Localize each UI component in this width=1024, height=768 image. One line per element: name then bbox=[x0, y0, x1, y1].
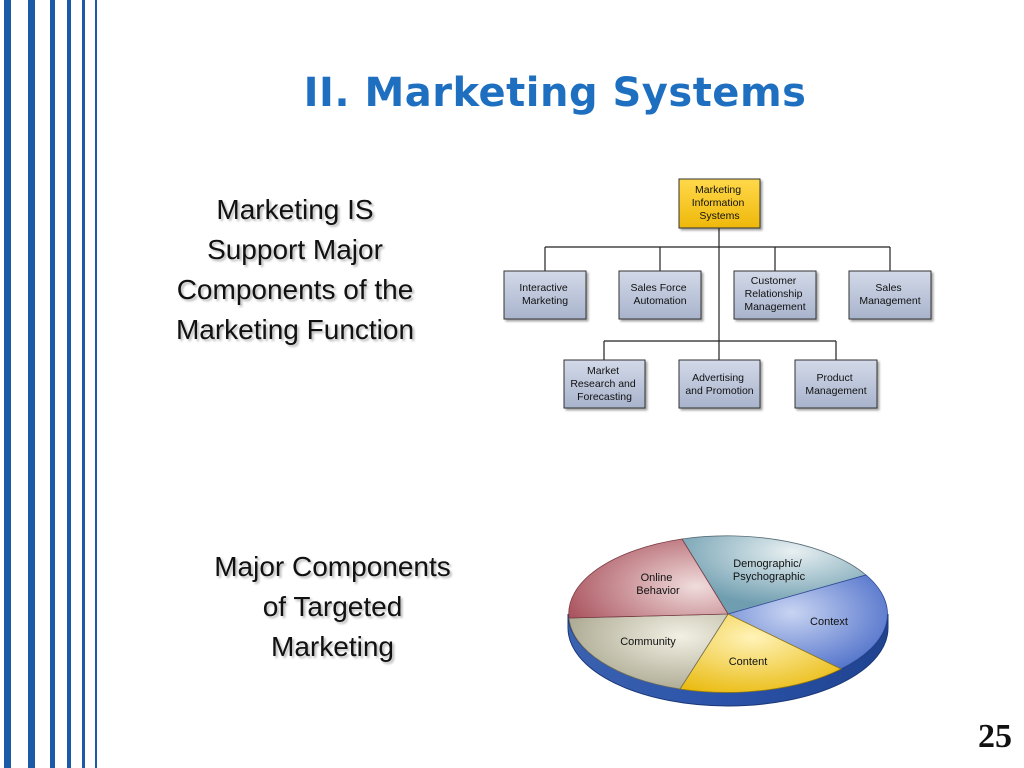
pie-label-online: Online bbox=[641, 572, 673, 584]
caption-line: Support Major bbox=[207, 234, 383, 265]
decor-stripe-4 bbox=[67, 0, 71, 768]
org-node-line: Marketing bbox=[522, 295, 568, 307]
org-node-line: Sales Force bbox=[631, 282, 687, 294]
org-node-line: Product bbox=[816, 372, 852, 384]
caption-line: Components of the bbox=[176, 274, 414, 305]
org-node-line: Systems bbox=[699, 210, 739, 222]
pie-label-context: Context bbox=[810, 616, 848, 628]
org-node-line: Marketing bbox=[695, 184, 741, 196]
org-node-line: Advertising bbox=[692, 372, 744, 384]
pie-slice-online-behavior bbox=[568, 538, 729, 619]
org-node-product-management: Product Management bbox=[794, 359, 878, 409]
org-node-line: Information bbox=[692, 197, 745, 209]
org-node-line: Interactive bbox=[519, 282, 568, 294]
caption-marketing-is: Marketing IS Support Major Components of… bbox=[140, 190, 450, 350]
svg-text:Demographic/ Psychographic: Demographic/ Psychographic bbox=[733, 558, 806, 583]
pie-label-behavior: Behavior bbox=[636, 585, 680, 597]
org-node-line: Sales bbox=[875, 282, 901, 294]
pie-slice-demographic-psychographic bbox=[681, 535, 867, 615]
svg-text:Product Management: Product Management bbox=[805, 372, 866, 397]
pie-label-psychographic: Psychographic bbox=[733, 571, 806, 583]
decor-stripe-6 bbox=[95, 0, 97, 768]
svg-text:Market Research and: Market Research and Forecasting bbox=[570, 365, 638, 403]
org-node-line: Management bbox=[859, 295, 920, 307]
pie-label-demographic: Demographic/ bbox=[733, 558, 802, 570]
svg-text:Sales Management: Sales Management bbox=[859, 282, 920, 307]
org-node-line: Automation bbox=[633, 295, 686, 307]
org-node-customer-relationship-management: Customer Relationship Management bbox=[733, 270, 817, 320]
svg-text:Online Behavior: Online Behavior bbox=[636, 572, 680, 597]
org-chart-connectors bbox=[544, 228, 891, 360]
caption-line: Major Components bbox=[214, 551, 451, 582]
org-node-sales-force-automation: Sales Force Automation bbox=[618, 270, 702, 320]
caption-line: Marketing Function bbox=[175, 314, 415, 345]
org-node-line: Customer bbox=[751, 275, 797, 287]
svg-text:Marketing Information: Marketing Information Systems bbox=[692, 184, 747, 222]
org-node-line: Management bbox=[744, 301, 805, 313]
pie-slice-content bbox=[679, 613, 842, 693]
pie-rim bbox=[567, 613, 889, 707]
decor-stripe-1 bbox=[4, 0, 11, 768]
org-node-advertising-and-promotion: Advertising and Promotion bbox=[678, 359, 761, 409]
page-number: 25 bbox=[978, 718, 1012, 755]
pie-slice-context bbox=[726, 574, 888, 670]
decor-stripe-5 bbox=[82, 0, 85, 768]
slide-title: II. Marketing Systems bbox=[303, 70, 807, 116]
pie-slice-community bbox=[568, 613, 729, 690]
decor-stripe-2 bbox=[28, 0, 35, 768]
svg-text:Interactive Marketing: Interactive Marketing bbox=[519, 282, 570, 307]
org-node-sales-management: Sales Management bbox=[848, 270, 932, 320]
org-node-interactive-marketing: Interactive Marketing bbox=[503, 270, 587, 320]
org-node-market-research-and-forecasting: Market Research and Forecasting bbox=[563, 359, 646, 409]
org-node-line: Forecasting bbox=[577, 391, 632, 403]
org-node-line: Market bbox=[587, 365, 619, 377]
org-node-line: Relationship bbox=[745, 288, 803, 300]
caption-targeted-marketing: Major Components of Targeted Marketing bbox=[175, 547, 490, 667]
org-node-line: Research and bbox=[570, 378, 636, 390]
svg-text:Customer Relationship: Customer Relationship Management bbox=[744, 275, 805, 313]
org-node-line: and Promotion bbox=[685, 385, 753, 397]
caption-line: Marketing bbox=[271, 631, 394, 662]
svg-text:Sales Force Automation: Sales Force Automation bbox=[631, 282, 690, 307]
org-node-line: Management bbox=[805, 385, 866, 397]
decor-stripe-3 bbox=[50, 0, 55, 768]
caption-line: Marketing IS bbox=[216, 194, 374, 225]
pie-label-content: Content bbox=[729, 656, 768, 668]
org-node-marketing-information-systems: Marketing Information Systems bbox=[678, 178, 761, 229]
pie-label-community: Community bbox=[620, 636, 676, 648]
caption-line: of Targeted bbox=[262, 591, 403, 622]
svg-text:Advertising and Promotio: Advertising and Promotion bbox=[685, 372, 753, 397]
